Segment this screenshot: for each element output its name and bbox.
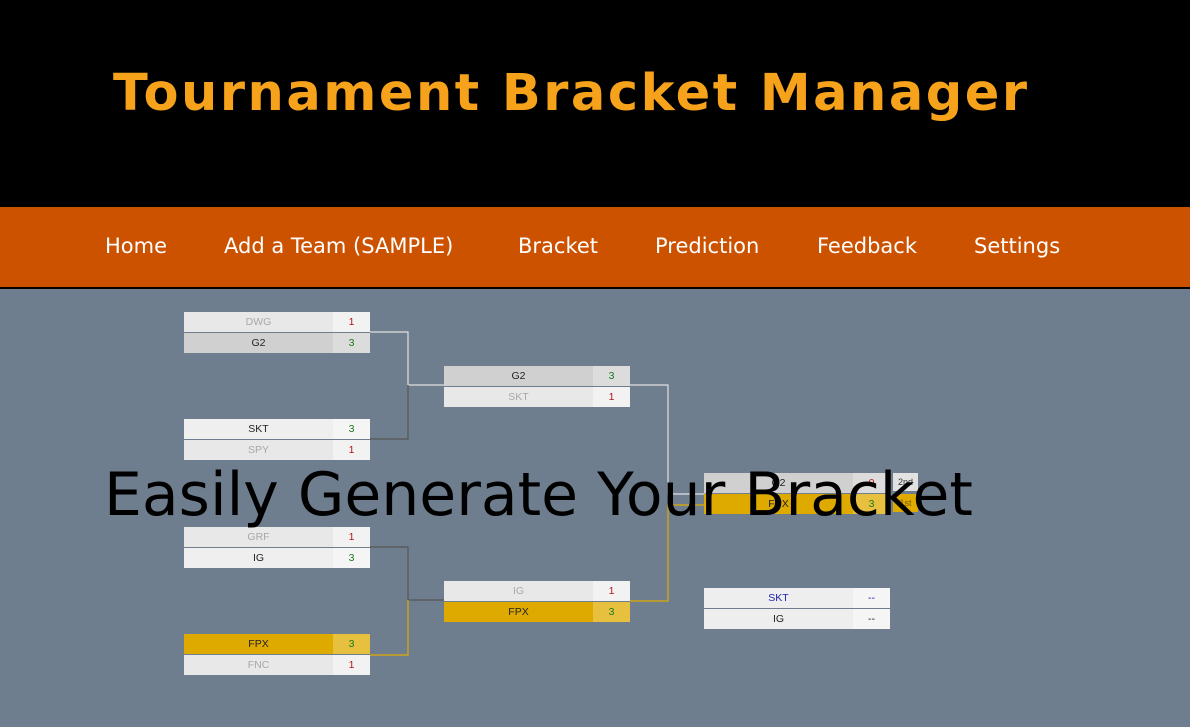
sf1-team2[interactable]: SKT 1	[444, 387, 630, 407]
team-name: SKT	[704, 588, 853, 608]
team-name: G2	[704, 473, 853, 493]
qf1-team1[interactable]: DWG 1	[184, 312, 370, 332]
site-title: Tournament Bracket Manager	[113, 64, 1030, 123]
bracket-connectors	[370, 331, 705, 656]
sf2-team1[interactable]: IG 1	[444, 581, 630, 601]
nav-home[interactable]: Home	[105, 234, 168, 258]
team-name: SPY	[184, 440, 333, 460]
final-team2[interactable]: FPX 3	[704, 494, 890, 514]
team-score: 3	[593, 366, 630, 386]
team-name: G2	[184, 333, 333, 353]
qf3-team1[interactable]: GRF 1	[184, 527, 370, 547]
main-nav: Home Add a Team (SAMPLE) Bracket Predict…	[0, 207, 1190, 289]
site-header: Tournament Bracket Manager	[0, 0, 1190, 207]
team-score: 1	[593, 387, 630, 407]
place-badge-1st: 1st	[893, 494, 918, 512]
nav-bracket[interactable]: Bracket	[518, 234, 599, 258]
team-name: FPX	[444, 602, 593, 622]
team-score: 1	[333, 312, 370, 332]
team-name: FPX	[184, 634, 333, 654]
team-name: IG	[444, 581, 593, 601]
nav-settings[interactable]: Settings	[974, 234, 1061, 258]
qf4-team2[interactable]: FNC 1	[184, 655, 370, 675]
qf4-team1[interactable]: FPX 3	[184, 634, 370, 654]
qf2-team2[interactable]: SPY 1	[184, 440, 370, 460]
sf1-team1[interactable]: G2 3	[444, 366, 630, 386]
team-score: 3	[333, 419, 370, 439]
hero-tagline: Easily Generate Your Bracket	[104, 460, 973, 530]
qf2-team1[interactable]: SKT 3	[184, 419, 370, 439]
team-name: G2	[444, 366, 593, 386]
team-name: FNC	[184, 655, 333, 675]
team-name: GRF	[184, 527, 333, 547]
team-score: 1	[333, 527, 370, 547]
team-name: DWG	[184, 312, 333, 332]
team-score: --	[853, 588, 890, 608]
qf3-team2[interactable]: IG 3	[184, 548, 370, 568]
bracket-area: DWG 1 G2 3 SKT 3 SPY 1 GRF 1 IG 3 FPX 3 …	[0, 291, 1190, 727]
team-score: --	[853, 609, 890, 629]
team-score: 1	[593, 581, 630, 601]
nav-feedback[interactable]: Feedback	[817, 234, 918, 258]
sf2-team2[interactable]: FPX 3	[444, 602, 630, 622]
third-place-team1[interactable]: SKT --	[704, 588, 890, 608]
qf1-team2[interactable]: G2 3	[184, 333, 370, 353]
team-name: SKT	[184, 419, 333, 439]
team-score: 3	[333, 333, 370, 353]
team-score: 0	[853, 473, 890, 493]
team-score: 1	[333, 655, 370, 675]
third-place-team2[interactable]: IG --	[704, 609, 890, 629]
team-score: 3	[853, 494, 890, 514]
team-name: IG	[704, 609, 853, 629]
team-score: 3	[593, 602, 630, 622]
team-name: SKT	[444, 387, 593, 407]
team-score: 3	[333, 548, 370, 568]
team-score: 3	[333, 634, 370, 654]
team-score: 1	[333, 440, 370, 460]
team-name: FPX	[704, 494, 853, 514]
nav-prediction[interactable]: Prediction	[655, 234, 760, 258]
place-badge-2nd: 2nd	[893, 473, 918, 491]
team-name: IG	[184, 548, 333, 568]
final-team1[interactable]: G2 0	[704, 473, 890, 493]
nav-add-team[interactable]: Add a Team (SAMPLE)	[224, 234, 454, 258]
